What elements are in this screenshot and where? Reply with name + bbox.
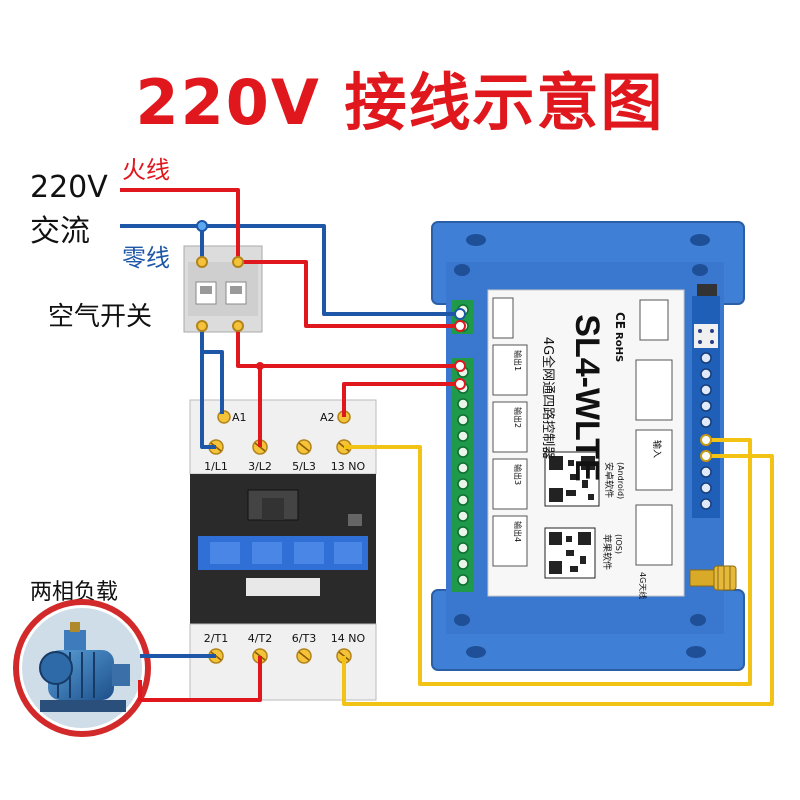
antenna-connector bbox=[689, 565, 737, 591]
motor-load-image bbox=[13, 599, 151, 737]
air-switch bbox=[183, 245, 263, 333]
signal-wires bbox=[342, 438, 774, 706]
controller-module: SL4-WLTE 4G全网通四路控制器 CE RoHS 安卓软件 (Androi… bbox=[431, 221, 745, 671]
right-terminal-block bbox=[692, 296, 720, 518]
qr-android-label: 安卓软件 bbox=[603, 462, 615, 498]
controller-model: SL4-WLTE bbox=[568, 314, 606, 481]
terminal-label-4-t2: 4/T2 bbox=[248, 632, 272, 645]
supply-voltage-label: 220V bbox=[30, 170, 108, 205]
page-title: 220V 接线示意图 bbox=[135, 66, 665, 139]
antenna-label: 4G天线 bbox=[638, 572, 648, 599]
coil-a1-label: A1 bbox=[232, 411, 247, 424]
terminal-label-3-l2: 3/L2 bbox=[248, 460, 272, 473]
terminal-label-13-no: 13 NO bbox=[331, 460, 366, 473]
qr-code-android bbox=[544, 451, 600, 507]
rohs-mark: RoHS bbox=[613, 332, 624, 362]
live-wires bbox=[120, 188, 460, 702]
coil-a2-label: A2 bbox=[320, 411, 335, 424]
neutral-wires bbox=[120, 224, 460, 658]
mounting-holes bbox=[454, 234, 710, 658]
qr-ios-sublabel: (IOS) bbox=[614, 534, 623, 554]
terminal-label-14-no: 14 NO bbox=[331, 632, 366, 645]
wire-junctions bbox=[196, 220, 712, 462]
supply-type-label: 交流 bbox=[30, 214, 90, 249]
terminal-label-6-t3: 6/T3 bbox=[292, 632, 316, 645]
live-wire-label: 火线 bbox=[122, 156, 170, 184]
controller-subtitle: 4G全网通四路控制器 bbox=[540, 337, 556, 459]
qr-android-sublabel: (Android) bbox=[616, 462, 625, 499]
ce-mark: CE bbox=[613, 312, 627, 329]
terminal-label-5-l3: 5/L3 bbox=[292, 460, 316, 473]
relay-boxes bbox=[492, 297, 673, 567]
relay-label-4: 输出4 bbox=[513, 521, 523, 542]
relay-label-2: 输出2 bbox=[513, 407, 523, 428]
relay-label-1: 输出1 bbox=[513, 350, 523, 371]
neutral-wire-label: 零线 bbox=[122, 244, 170, 272]
terminal-label-2-t1: 2/T1 bbox=[204, 632, 228, 645]
left-terminal-blocks bbox=[452, 300, 474, 592]
relay-label-3: 输出3 bbox=[513, 464, 523, 485]
input-label: 输入 bbox=[651, 440, 663, 458]
qr-code-ios bbox=[544, 527, 596, 579]
qr-ios-label: 苹果软件 bbox=[601, 534, 613, 570]
breaker-label: 空气开关 bbox=[48, 302, 153, 332]
terminal-label-1-l1: 1/L1 bbox=[204, 460, 228, 473]
